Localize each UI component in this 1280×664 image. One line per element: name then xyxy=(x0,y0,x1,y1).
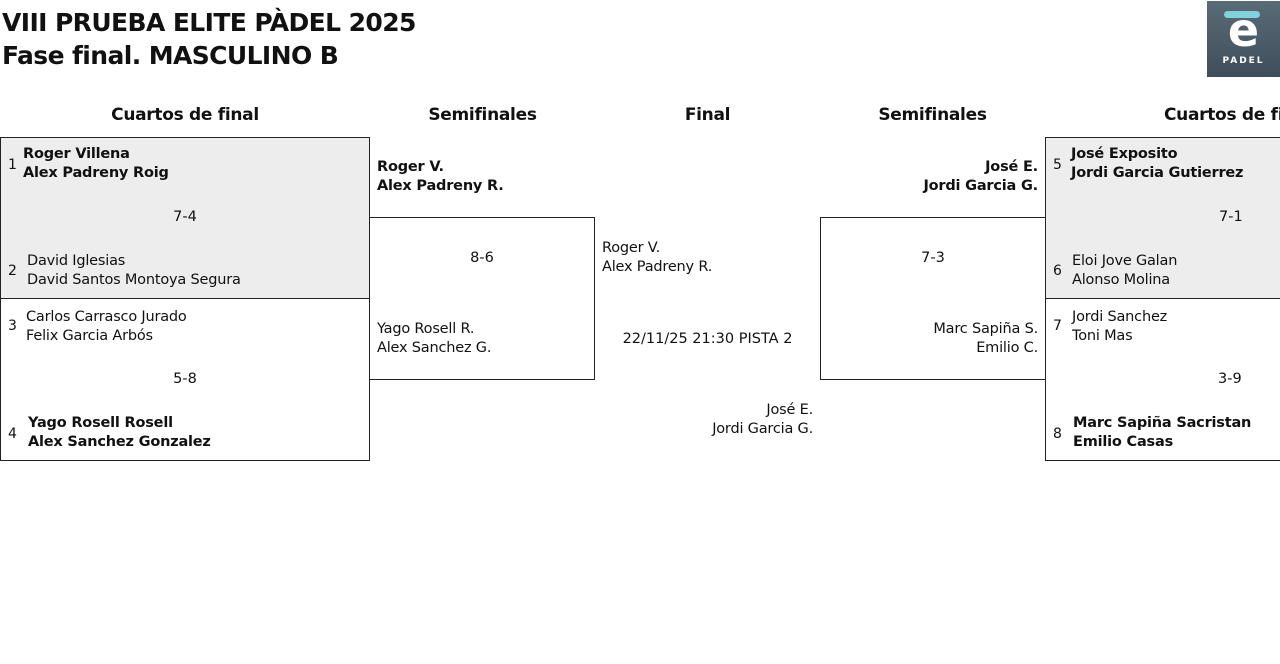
final-team-line: Jordi Garcia G. xyxy=(712,421,813,437)
team-name-line: David Iglesias xyxy=(27,253,126,269)
team-name-line: Emilio C. xyxy=(976,340,1038,356)
seed-number: 2 xyxy=(8,263,17,279)
logo-accent-bar xyxy=(1224,11,1260,18)
team-name-line: David Santos Montoya Segura xyxy=(27,272,241,288)
team-name-line: Alex Padreny Roig xyxy=(23,165,169,181)
semifinal-left-team-line: Roger V. xyxy=(377,159,444,175)
column-header-semis-left: Semifinales xyxy=(428,105,537,125)
team-name-line: Marc Sapiña S. xyxy=(933,321,1038,337)
logo-letter: e xyxy=(1227,3,1260,57)
final-team-line: Roger V. xyxy=(602,240,661,256)
match-score: 3-9 xyxy=(1218,371,1242,387)
seed-number: 5 xyxy=(1053,157,1062,173)
team-name-line: Emilio Casas xyxy=(1073,434,1174,450)
elite-padel-logo: e PADEL xyxy=(1207,1,1280,77)
seed-number: 8 xyxy=(1053,426,1062,442)
semifinal-left-match[interactable]: 8-6 Yago Rosell R. Alex Sanchez G. xyxy=(369,217,595,380)
semifinal-right-team-line: Jordi Garcia G. xyxy=(923,178,1038,194)
team-name-line: Jordi Garcia Gutierrez xyxy=(1071,165,1244,181)
team-name-line: Alex Sanchez Gonzalez xyxy=(28,434,211,450)
logo-text: PADEL xyxy=(1222,56,1265,66)
team-name-line: Carlos Carrasco Jurado xyxy=(26,309,187,325)
final-team-line: Alex Padreny R. xyxy=(602,259,713,275)
team-name-line: Alex Sanchez G. xyxy=(377,340,492,356)
seed-number: 6 xyxy=(1053,263,1062,279)
quarterfinal-match-2[interactable]: 3 Carlos Carrasco Jurado Felix Garcia Ar… xyxy=(0,298,370,461)
team-name-line: José Exposito xyxy=(1071,146,1178,162)
match-score: 5-8 xyxy=(173,371,197,387)
quarterfinal-match-1[interactable]: 1 Roger Villena Alex Padreny Roig 7-4 2 … xyxy=(0,137,370,299)
column-header-quarters-left: Cuartos de final xyxy=(111,105,259,125)
match-score: 8-6 xyxy=(470,250,494,266)
semifinal-right-team-line: José E. xyxy=(985,159,1038,175)
quarterfinal-match-3[interactable]: 5 José Exposito Jordi Garcia Gutierrez 7… xyxy=(1045,137,1280,299)
quarterfinal-match-4[interactable]: 7 Jordi Sanchez Toni Mas 3-9 8 Marc Sapi… xyxy=(1045,298,1280,461)
final-schedule: 22/11/25 21:30 PISTA 2 xyxy=(622,331,793,347)
phase-subtitle: Fase final. MASCULINO B xyxy=(2,41,339,70)
column-header-final: Final xyxy=(684,105,731,125)
semifinal-right-match[interactable]: 7-3 Marc Sapiña S. Emilio C. xyxy=(820,217,1046,380)
seed-number: 1 xyxy=(8,157,17,173)
tournament-title: VIII PRUEBA ELITE PÀDEL 2025 xyxy=(2,8,416,37)
team-name-line: Yago Rosell R. xyxy=(377,321,475,337)
final-team-line: José E. xyxy=(766,402,813,418)
column-header-quarters-right: Cuartos de fin xyxy=(1164,105,1280,125)
seed-number: 4 xyxy=(8,426,17,442)
team-name-line: Toni Mas xyxy=(1072,328,1133,344)
team-name-line: Jordi Sanchez xyxy=(1072,309,1168,325)
team-name-line: Yago Rosell Rosell xyxy=(28,415,173,431)
match-score: 7-1 xyxy=(1219,209,1243,225)
team-name-line: Eloi Jove Galan xyxy=(1072,253,1178,269)
column-header-semis-right: Semifinales xyxy=(878,105,987,125)
semifinal-left-team-line: Alex Padreny R. xyxy=(377,178,504,194)
seed-number: 7 xyxy=(1053,318,1062,334)
seed-number: 3 xyxy=(8,318,17,334)
team-name-line: Roger Villena xyxy=(23,146,130,162)
team-name-line: Marc Sapiña Sacristan xyxy=(1073,415,1252,431)
team-name-line: Felix Garcia Arbós xyxy=(26,328,153,344)
match-score: 7-4 xyxy=(173,209,197,225)
match-score: 7-3 xyxy=(921,250,945,266)
team-name-line: Alonso Molina xyxy=(1072,272,1170,288)
